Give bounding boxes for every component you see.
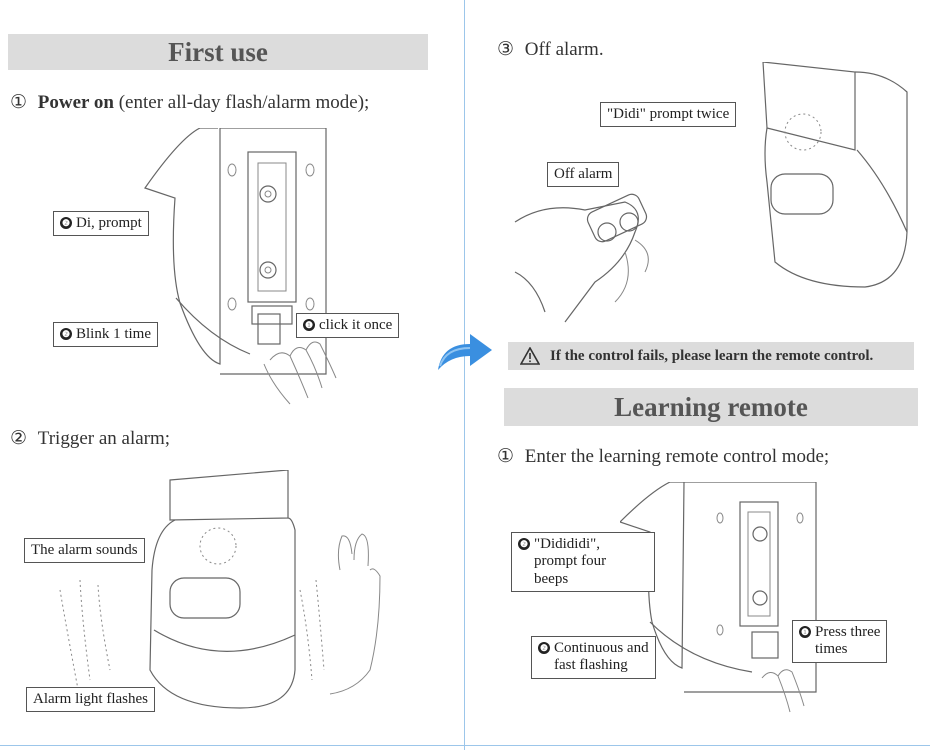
alarm-device-illustration bbox=[59, 470, 381, 709]
step-power-on: ① Power on (enter all-day flash/alarm mo… bbox=[10, 91, 369, 114]
callout-blink-1-time: ❷ Blink 1 time bbox=[53, 322, 158, 348]
callout-off-alarm: Off alarm bbox=[547, 162, 620, 188]
step-number-2-badge: ❷ bbox=[60, 217, 72, 229]
callout-press-three-times: ❶ Press three times bbox=[792, 620, 888, 663]
next-arrow-icon bbox=[438, 334, 492, 370]
step-text: Trigger an alarm; bbox=[37, 428, 171, 449]
callout-di-prompt: ❷ Di, prompt bbox=[53, 211, 149, 237]
callout-text: Blink 1 time bbox=[76, 326, 151, 342]
warning-banner: If the control fails, please learn the r… bbox=[508, 342, 914, 370]
step-number-1-badge: ❶ bbox=[799, 626, 811, 638]
callout-line: beeps bbox=[534, 570, 569, 587]
callout-didididi: ❷ "Didididi", prompt four beeps bbox=[511, 532, 655, 592]
step-marker: ① bbox=[497, 446, 515, 467]
callout-line: "Didididi", bbox=[534, 536, 600, 552]
callout-line: Press three bbox=[815, 624, 881, 640]
step-off-alarm: ③ Off alarm. bbox=[497, 38, 604, 61]
callout-click-it-once: ❶ click it once bbox=[296, 313, 400, 339]
step-text: Off alarm. bbox=[524, 39, 604, 60]
step-number-1-badge: ❶ bbox=[303, 319, 315, 331]
step-enter-learning-mode: ① Enter the learning remote control mode… bbox=[497, 445, 829, 468]
step-marker: ③ bbox=[497, 39, 515, 60]
column-divider bbox=[464, 0, 465, 750]
step-number-2-badge: ❷ bbox=[60, 328, 72, 340]
callout-line: fast flashing bbox=[554, 657, 628, 674]
callout-text: click it once bbox=[319, 317, 393, 333]
section-title-first-use: First use bbox=[8, 34, 428, 70]
step-marker: ① bbox=[10, 92, 28, 113]
step-bold: Power on bbox=[37, 92, 114, 113]
callout-didi-prompt-twice: "Didi" prompt twice bbox=[600, 102, 737, 128]
callout-alarm-sounds: The alarm sounds bbox=[24, 538, 145, 564]
warning-text: If the control fails, please learn the r… bbox=[550, 348, 874, 364]
callout-alarm-light-flashes: Alarm light flashes bbox=[26, 687, 155, 713]
step-trigger-alarm: ② Trigger an alarm; bbox=[10, 427, 170, 450]
section-title-learning-remote: Learning remote bbox=[504, 388, 918, 426]
step-text: (enter all-day flash/alarm mode); bbox=[113, 92, 370, 113]
callout-line: times bbox=[815, 641, 848, 658]
step-marker: ② bbox=[10, 428, 28, 449]
callout-line: prompt four bbox=[534, 553, 607, 570]
callout-line: Continuous and bbox=[554, 640, 649, 656]
bottom-rule bbox=[0, 745, 930, 746]
remote-and-device-illustration bbox=[514, 62, 908, 323]
callout-text: Di, prompt bbox=[76, 215, 142, 231]
callout-continuous-flashing: ❷ Continuous and fast flashing bbox=[531, 636, 656, 679]
step-number-2-badge: ❷ bbox=[538, 642, 550, 654]
learning-device-illustration bbox=[620, 482, 817, 713]
step-text: Enter the learning remote control mode; bbox=[524, 446, 830, 467]
step-number-2-badge: ❷ bbox=[518, 538, 530, 550]
device-back-illustration bbox=[144, 128, 337, 405]
warning-icon bbox=[520, 347, 540, 365]
